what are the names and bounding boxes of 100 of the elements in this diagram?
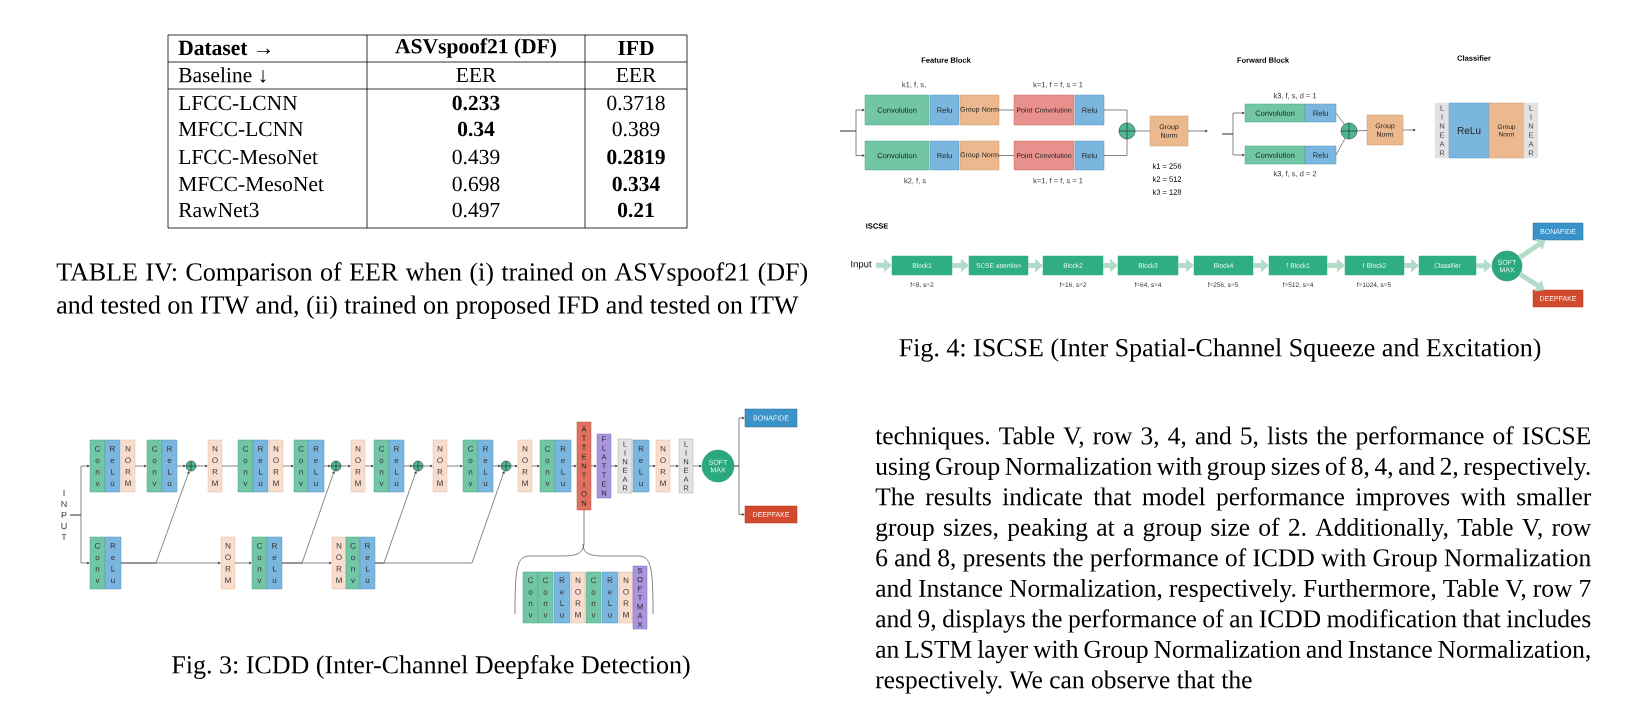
arrow xyxy=(403,464,413,468)
table-cell: ASVspoof21 (DF) xyxy=(395,38,556,58)
sum-circle xyxy=(330,460,342,472)
norm-block: NORM xyxy=(207,439,223,493)
table-cell: 0.34 xyxy=(458,121,495,137)
table-cell: EER xyxy=(456,67,497,83)
arrow xyxy=(374,471,505,564)
norm-block: NORM xyxy=(618,571,634,624)
relu-block: ReLu xyxy=(388,439,405,493)
table-cell: 0.439 xyxy=(452,149,500,165)
arrow xyxy=(610,464,618,468)
arrow xyxy=(531,464,540,468)
arrow xyxy=(492,464,501,468)
table-cell: RawNet3 xyxy=(178,202,259,218)
table-cell: MFCC-MesoNet xyxy=(178,176,324,192)
arrow xyxy=(692,464,702,468)
norm-block: NORM xyxy=(268,439,284,493)
norm-block: NORM xyxy=(350,439,366,493)
block-arrow xyxy=(1518,271,1545,292)
sum-circle xyxy=(1340,122,1358,140)
table-cell: 0.698 xyxy=(452,176,500,192)
relu-block: ReLu xyxy=(104,439,121,493)
relu-block: ReLu xyxy=(266,536,283,590)
norm-block: NORM xyxy=(120,439,136,493)
table-cell: LFCC-LCNN xyxy=(178,95,298,111)
arrow xyxy=(234,561,252,565)
connector-line xyxy=(1134,130,1151,132)
arrow xyxy=(733,465,745,516)
table-cell: 0.21 xyxy=(618,202,654,218)
norm-block: NORM xyxy=(220,536,236,590)
relu-block: ReLu xyxy=(252,439,269,493)
connector-line xyxy=(1103,138,1128,156)
arrow xyxy=(69,514,90,565)
table-caption: TABLE IV: Comparison of EER when (i) trained on ASVspoof21 (DF) and tested on ITW and, (ii) trained on proposed IFD and tested on ITW xyxy=(56,262,808,320)
table-cell: 0.2819 xyxy=(607,149,665,165)
table-cell: 0.389 xyxy=(612,121,660,137)
table-cell: 0.3718 xyxy=(607,95,665,111)
convolution-block: Conv xyxy=(537,571,554,624)
arrow xyxy=(570,464,577,468)
sum-circle xyxy=(412,460,424,472)
relu-block: ReLu xyxy=(1448,102,1490,159)
arrow xyxy=(648,464,656,468)
input-label: Input xyxy=(851,260,872,270)
figure-caption: Fig. 3: ICDD (Inter-Channel Deepfake Detection) xyxy=(172,655,690,679)
relu-block: ReLu xyxy=(554,439,572,493)
relu-block: ReLu xyxy=(104,536,122,590)
relu-block: ReLu xyxy=(161,439,178,493)
block-arrow xyxy=(1518,238,1546,260)
table-cell: 0.233 xyxy=(452,95,500,111)
arrow xyxy=(669,464,679,468)
table-cell: EER xyxy=(616,67,657,83)
norm-block: NORM xyxy=(432,439,448,493)
table-cell: LFCC-MesoNet xyxy=(178,149,318,165)
figure-caption: Fig. 4: ISCSE (Inter Spatial-Channel Squeeze and Excitation) xyxy=(899,338,1541,362)
arrow xyxy=(590,464,597,468)
arrow xyxy=(340,464,351,468)
relu-block: ReLu xyxy=(632,439,650,493)
arrow xyxy=(120,471,190,564)
relu-block: ReLu xyxy=(359,536,376,590)
sum-circle xyxy=(1118,122,1136,140)
arrow xyxy=(134,464,147,468)
connector-line xyxy=(221,465,239,467)
arrow xyxy=(1221,133,1245,157)
convolution-block: Conv xyxy=(345,536,361,590)
table-cell: 0.334 xyxy=(612,176,660,192)
arrow xyxy=(839,130,865,157)
convolution-block: Conv xyxy=(293,439,309,493)
arrow xyxy=(364,464,374,468)
connector-line xyxy=(998,155,1015,156)
relu-block: ReLu xyxy=(307,439,325,493)
norm-block: NORM xyxy=(517,439,533,493)
sum-circle xyxy=(500,460,512,472)
arrow xyxy=(176,464,186,468)
norm-block: NORM xyxy=(570,571,586,624)
body-paragraph: techniques. Table V, row 3, 4, and 5, lists the performance of ISCSE using Group Normalization with group sizes of 8, 4, and 2, respectively. The results indicate that model performance improves with smaller group sizes, peaking at a group size of 2. Additionally, Table V, row 6 and 8, presents the performance of ICDD with Group Normalization and Instance Normalization, respectively. Furthermore, Table V, row 7 and 9, displays the performance of an ICDD modification that includes an LSTM layer with Group Normalization and Instance Normalization, respectively. We can observe that the xyxy=(875,426,1592,694)
table-cell: Dataset → xyxy=(178,40,270,56)
connector-line xyxy=(1103,109,1128,124)
table-cell: 0.497 xyxy=(452,202,500,218)
convolution-block: Conv xyxy=(585,571,602,624)
relu-block: ReLu xyxy=(477,439,494,493)
connector-line xyxy=(1356,130,1368,132)
norm-block: NORM xyxy=(331,536,347,590)
arrow xyxy=(1187,129,1208,133)
connector-line xyxy=(998,109,1015,111)
table-cell: MFCC-LCNN xyxy=(178,121,304,137)
norm-block: NORM xyxy=(655,439,671,493)
table-cell: Baseline ↓ xyxy=(178,67,266,83)
arrow xyxy=(195,464,208,468)
arrow xyxy=(323,464,331,468)
arrow xyxy=(446,464,463,468)
table-cell: IFD xyxy=(618,40,654,56)
arrow xyxy=(1402,128,1416,132)
relu-block: ReLu xyxy=(601,571,619,624)
sum-circle xyxy=(185,460,197,472)
arrow xyxy=(510,464,518,468)
connector-line xyxy=(1335,137,1346,156)
arrow xyxy=(281,471,335,564)
arrow xyxy=(282,464,294,468)
input-label: INPUT xyxy=(61,489,67,541)
connector-line xyxy=(1335,112,1345,125)
